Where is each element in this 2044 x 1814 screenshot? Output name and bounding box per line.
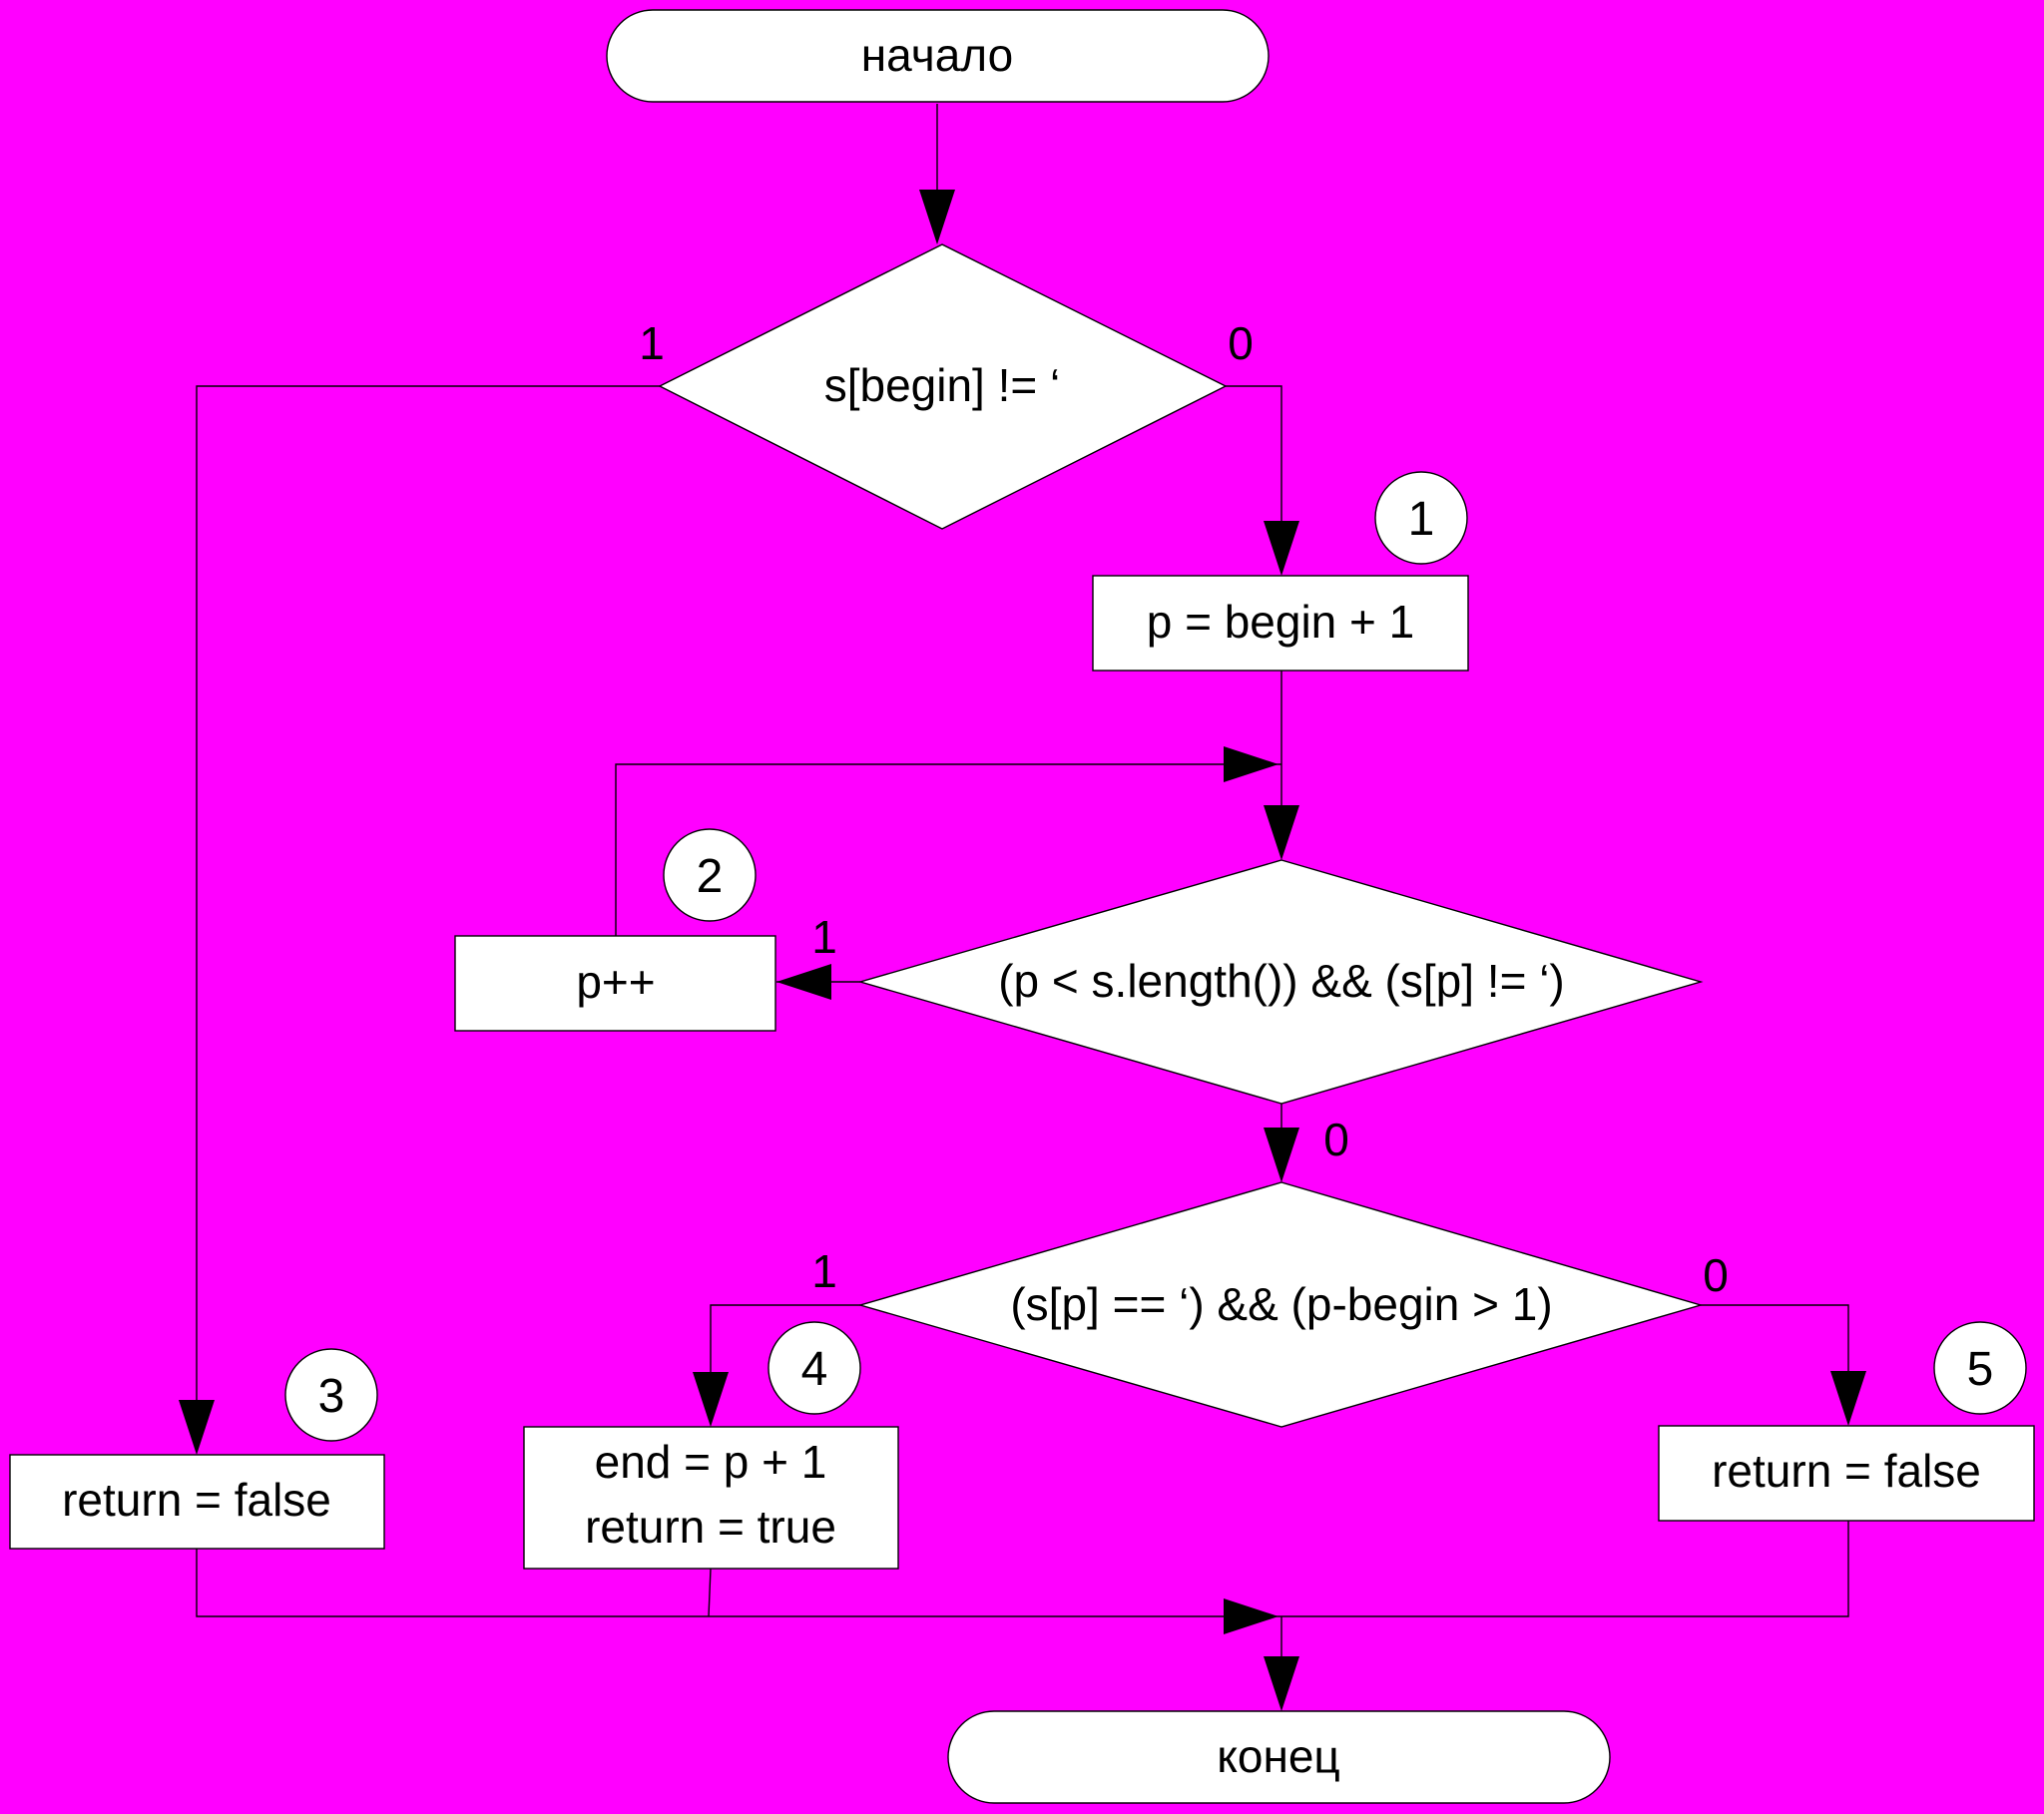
step-badge-2-label: 2	[697, 850, 724, 903]
step-badge-3-label: 3	[318, 1370, 345, 1423]
arrowhead-end-in	[1264, 1656, 1299, 1711]
branch-label-cond2-false: 0	[1323, 1114, 1349, 1165]
process-assign-p	[1092, 575, 1469, 672]
step-badge-3	[284, 1348, 378, 1442]
decision-2-label: (p < s.length()) && (s[p] != ‘)	[998, 955, 1565, 1007]
decision-1-label: s[begin] != ‘	[824, 359, 1061, 411]
branch-label-cond1-true: 1	[639, 317, 665, 369]
step-badge-1	[1374, 471, 1468, 565]
decision-2	[857, 859, 1704, 1105]
process-increment-p	[454, 935, 776, 1032]
process-return-true-line1: end = p + 1	[595, 1436, 827, 1488]
edge-merge-bottom	[196, 1521, 1849, 1617]
end-terminator	[947, 1710, 1611, 1804]
edge-cond1-false	[1226, 385, 1282, 571]
edge-loop-back	[615, 763, 1281, 936]
branch-label-cond1-false: 0	[1228, 317, 1254, 369]
arrowhead-merge	[1224, 1598, 1278, 1634]
arrowhead-loop-merge	[1224, 746, 1278, 782]
step-badge-5-label: 5	[1967, 1343, 1994, 1396]
process-return-false-left-label: return = false	[62, 1474, 331, 1526]
process-return-false-right	[1658, 1425, 2035, 1522]
process-increment-p-label: p++	[576, 956, 655, 1008]
edge-cond1-true	[196, 385, 661, 1450]
process-return-true-line2: return = true	[585, 1501, 836, 1553]
step-badge-4-label: 4	[801, 1343, 828, 1396]
step-badge-1-label: 1	[1408, 493, 1435, 546]
start-label: начало	[861, 29, 1013, 81]
arrowhead-ret-left-in	[179, 1400, 215, 1455]
branch-label-cond3-true: 1	[811, 1245, 837, 1297]
start-terminator	[606, 9, 1270, 103]
step-badge-4	[767, 1321, 861, 1415]
arrowhead-ret-right-in	[1830, 1371, 1866, 1426]
process-return-false-left	[9, 1454, 385, 1550]
arrowhead-cond1-in	[919, 190, 955, 244]
process-return-true	[523, 1426, 899, 1570]
arrowhead-cond2-in	[1264, 805, 1299, 860]
decision-3	[857, 1181, 1704, 1428]
decision-3-label: (s[p] == ‘) && (p-begin > 1)	[1010, 1278, 1552, 1330]
decision-1	[658, 243, 1228, 530]
arrowhead-ret-true-in	[693, 1372, 729, 1427]
arrowhead-assign-in	[1264, 521, 1299, 576]
process-assign-p-label: p = begin + 1	[1147, 596, 1415, 648]
process-return-false-right-label: return = false	[1712, 1445, 1981, 1497]
arrowhead-incr-in	[776, 964, 831, 1000]
step-badge-5	[1933, 1321, 2027, 1415]
branch-label-cond3-false: 0	[1703, 1249, 1729, 1301]
edge-ret-true-out	[708, 1568, 712, 1617]
end-label: конец	[1217, 1730, 1340, 1782]
branch-label-cond2-true: 1	[811, 911, 837, 963]
arrowhead-cond3-in	[1264, 1128, 1299, 1182]
step-badge-2	[663, 828, 757, 922]
